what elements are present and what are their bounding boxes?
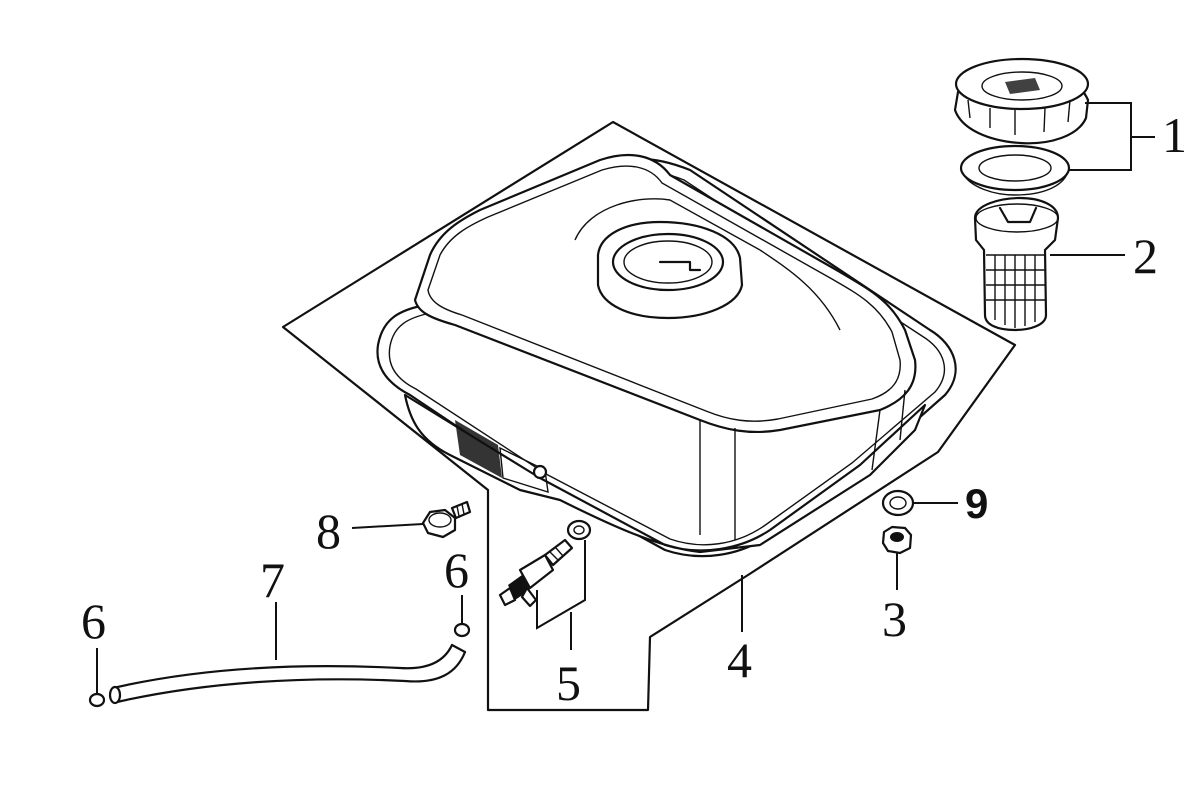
callout-label-3: 3 <box>882 591 907 647</box>
fuel-cap <box>953 57 1090 145</box>
callout-label-7: 7 <box>260 552 285 608</box>
hose-clamp-right <box>453 622 471 638</box>
callout-label-1: 1 <box>1162 107 1187 163</box>
cap-gasket <box>959 144 1071 196</box>
leader-lines <box>96 102 1155 694</box>
bolt <box>421 500 472 539</box>
fuel-hose <box>108 643 467 705</box>
callout-label-6-left: 6 <box>81 593 106 649</box>
callout-label-5: 5 <box>556 655 581 711</box>
callout-label-8: 8 <box>316 503 341 559</box>
callout-label-9: 9 <box>965 480 988 527</box>
nut <box>881 525 913 555</box>
assembly-outline <box>281 120 1017 712</box>
fuel-tank <box>376 153 957 558</box>
callout-label-4: 4 <box>727 632 752 688</box>
valve-washer <box>566 519 592 541</box>
washer <box>881 489 915 517</box>
callout-label-6-right: 6 <box>444 542 469 598</box>
callout-label-2: 2 <box>1133 228 1158 284</box>
hose-clamp-left <box>88 692 106 708</box>
fuel-filter <box>973 196 1060 332</box>
fuel-valve <box>498 538 574 608</box>
